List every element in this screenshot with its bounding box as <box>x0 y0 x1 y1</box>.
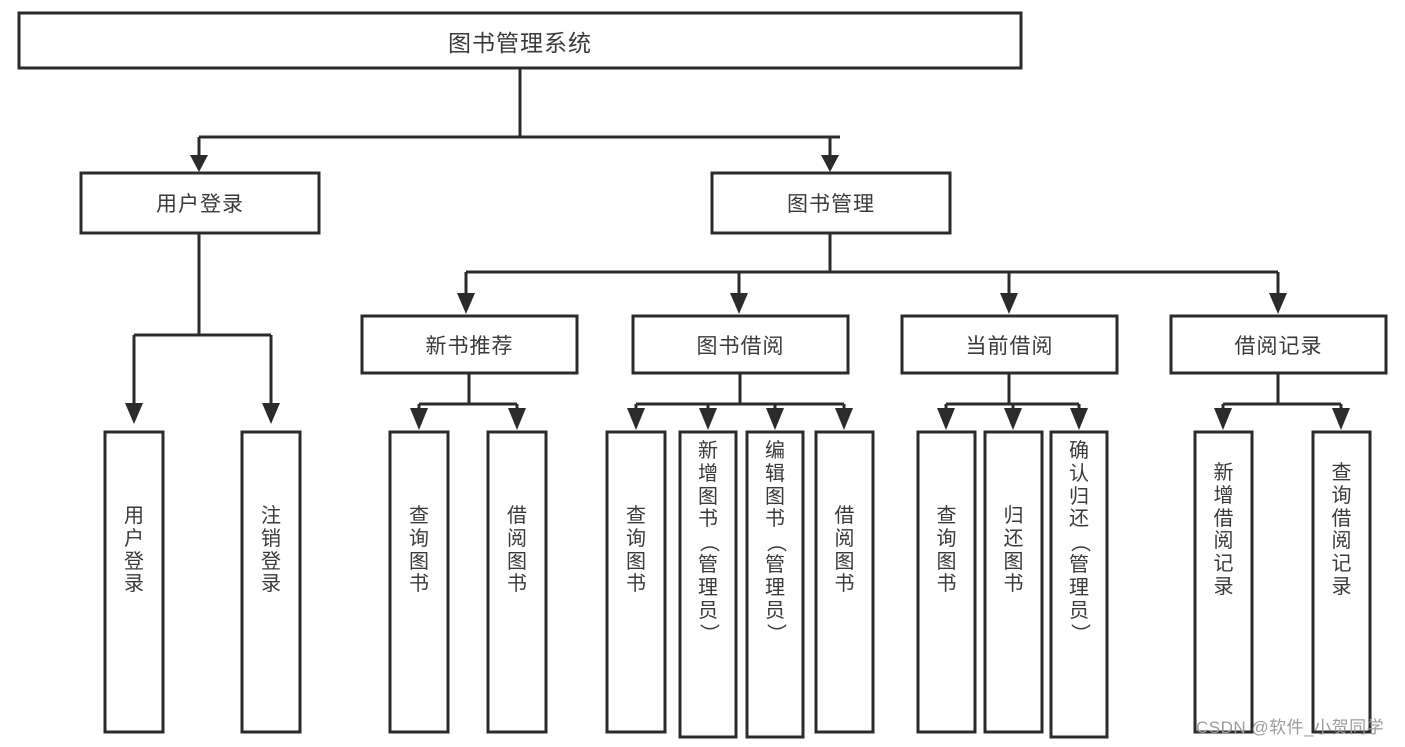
arrow-to-leaf-add-record <box>1214 408 1232 430</box>
leaf-label-return-book: 归还图书 <box>1003 505 1024 596</box>
arrow-to-leaf-query-record <box>1332 408 1350 430</box>
arrow-root-to-book-manage <box>821 155 839 172</box>
leaf-box-borrow-book-1[interactable] <box>486 430 548 734</box>
leaf-box-user-login[interactable] <box>103 430 165 734</box>
leaf-label-user-login: 用户登录 <box>124 505 144 596</box>
leaf-box-query-record[interactable] <box>1311 430 1372 734</box>
arrow-to-leaf-borrow-book-1 <box>508 408 526 430</box>
leaf-box-add-record[interactable] <box>1193 430 1254 734</box>
node-box-book-borrow[interactable] <box>631 314 850 375</box>
leaf-box-query-book-2[interactable] <box>605 430 667 734</box>
leaf-label-borrow-book-2: 借阅图书 <box>834 505 855 596</box>
node-label-book-borrow: 图书借阅 <box>696 334 785 358</box>
node-box-new-book-rec[interactable] <box>360 314 579 375</box>
arrow-to-borrow-record <box>1269 293 1287 314</box>
arrow-to-leaf-confirm-return <box>1070 408 1088 430</box>
arrow-to-leaf-user-login <box>125 403 143 424</box>
arrow-to-leaf-query-book-3 <box>937 408 955 430</box>
arrow-root-to-user-login <box>190 155 208 172</box>
leaf-label-user-logout: 注销登录 <box>261 505 281 596</box>
arrow-to-new-book-rec <box>457 293 475 314</box>
node-box-user-login[interactable] <box>79 171 321 235</box>
node-label-borrow-record: 借阅记录 <box>1234 334 1323 358</box>
leaf-box-user-logout[interactable] <box>240 430 302 734</box>
leaf-box-borrow-book-2[interactable] <box>814 430 875 734</box>
arrow-to-leaf-edit-book <box>766 408 784 430</box>
node-label-book-manage: 图书管理 <box>787 193 875 216</box>
leaf-label-query-record: 查询借阅记录 <box>1331 462 1352 598</box>
leaf-label-confirm-return: 确认归还（管理员） <box>1068 440 1091 644</box>
node-box-book-manage[interactable] <box>710 171 952 235</box>
arrow-to-leaf-borrow-book-2 <box>835 408 853 430</box>
leaf-label-query-book-3: 查询图书 <box>936 505 957 596</box>
leaf-label-query-book-2: 查询图书 <box>626 505 646 596</box>
leaf-box-add-book[interactable] <box>678 430 738 739</box>
arrow-to-leaf-return-book <box>1004 408 1022 430</box>
arrow-to-leaf-query-book-1 <box>410 408 428 430</box>
watermark-text: CSDN @软件_小贺同学 <box>1196 718 1385 737</box>
arrow-to-book-borrow <box>730 293 748 314</box>
leaf-label-add-book: 新增图书（管理员） <box>697 440 720 644</box>
node-box-current-borrow[interactable] <box>900 314 1119 375</box>
arrow-to-leaf-user-logout <box>262 403 280 424</box>
leaf-box-query-book-3[interactable] <box>916 430 977 734</box>
leaf-box-confirm-return[interactable] <box>1049 430 1109 739</box>
arrow-to-leaf-query-book-2 <box>627 408 645 430</box>
arrow-to-leaf-add-book <box>699 408 717 430</box>
leaf-label-borrow-book-1: 借阅图书 <box>507 505 527 596</box>
node-label-new-book-rec: 新书推荐 <box>425 334 514 358</box>
leaf-label-edit-book: 编辑图书（管理员） <box>764 440 787 644</box>
node-box-root[interactable] <box>17 11 1023 70</box>
node-label-current-borrow: 当前借阅 <box>965 334 1054 358</box>
leaf-label-query-book-1: 查询图书 <box>409 505 429 596</box>
leaf-label-add-record: 新增借阅记录 <box>1213 462 1234 598</box>
node-label-user-login: 用户登录 <box>156 193 244 216</box>
leaf-box-edit-book[interactable] <box>745 430 805 739</box>
arrow-to-current-borrow <box>1000 293 1018 314</box>
leaf-box-query-book-1[interactable] <box>388 430 450 734</box>
leaf-box-return-book[interactable] <box>983 430 1044 734</box>
root-label: 图书管理系统 <box>448 29 592 56</box>
